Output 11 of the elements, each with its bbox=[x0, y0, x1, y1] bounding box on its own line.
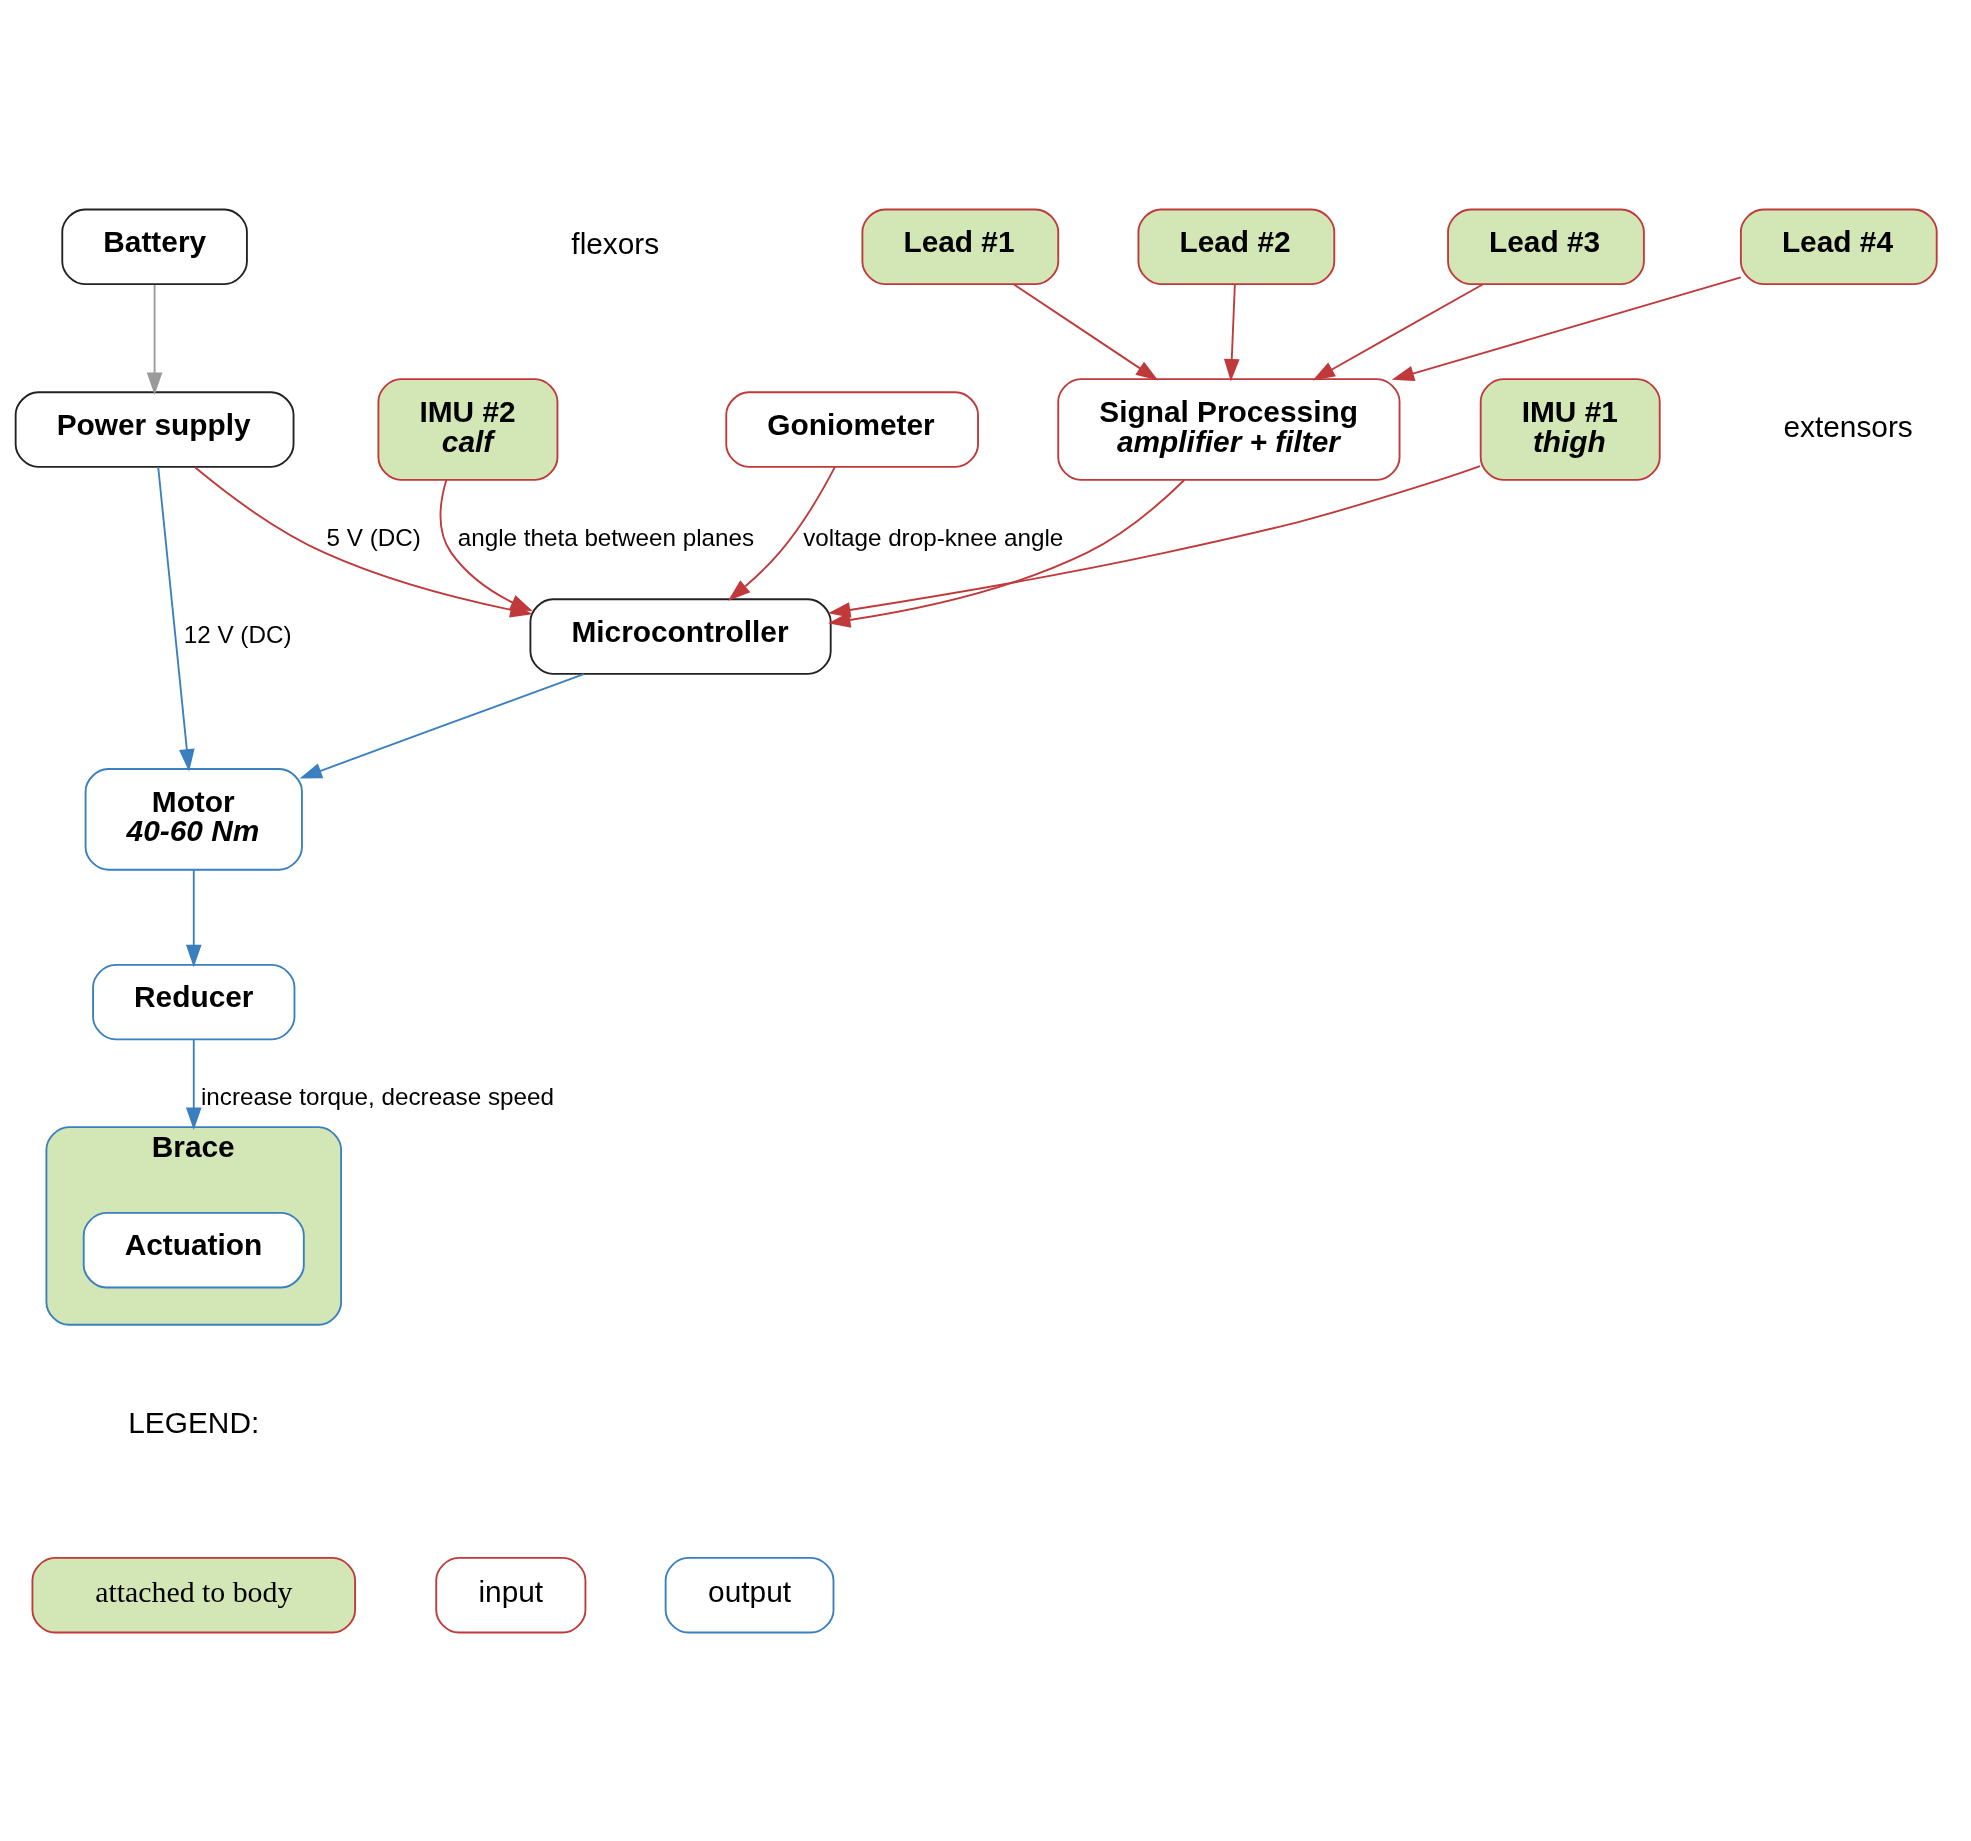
edge-label: 12 V (DC) bbox=[183, 620, 292, 648]
label: flexors bbox=[571, 226, 660, 260]
edge-label: increase torque, decrease speed bbox=[200, 1082, 554, 1110]
legend-label: output bbox=[708, 1574, 792, 1608]
legend-label: attached to body bbox=[95, 1574, 293, 1608]
label: extensors bbox=[1783, 409, 1913, 443]
label: LEGEND: bbox=[128, 1405, 260, 1439]
legend-label: input bbox=[478, 1574, 544, 1608]
edge-label: angle theta between planes bbox=[457, 523, 755, 551]
edge-label: voltage drop-knee angle bbox=[803, 523, 1064, 551]
edge-label: 5 V (DC) bbox=[326, 523, 421, 551]
